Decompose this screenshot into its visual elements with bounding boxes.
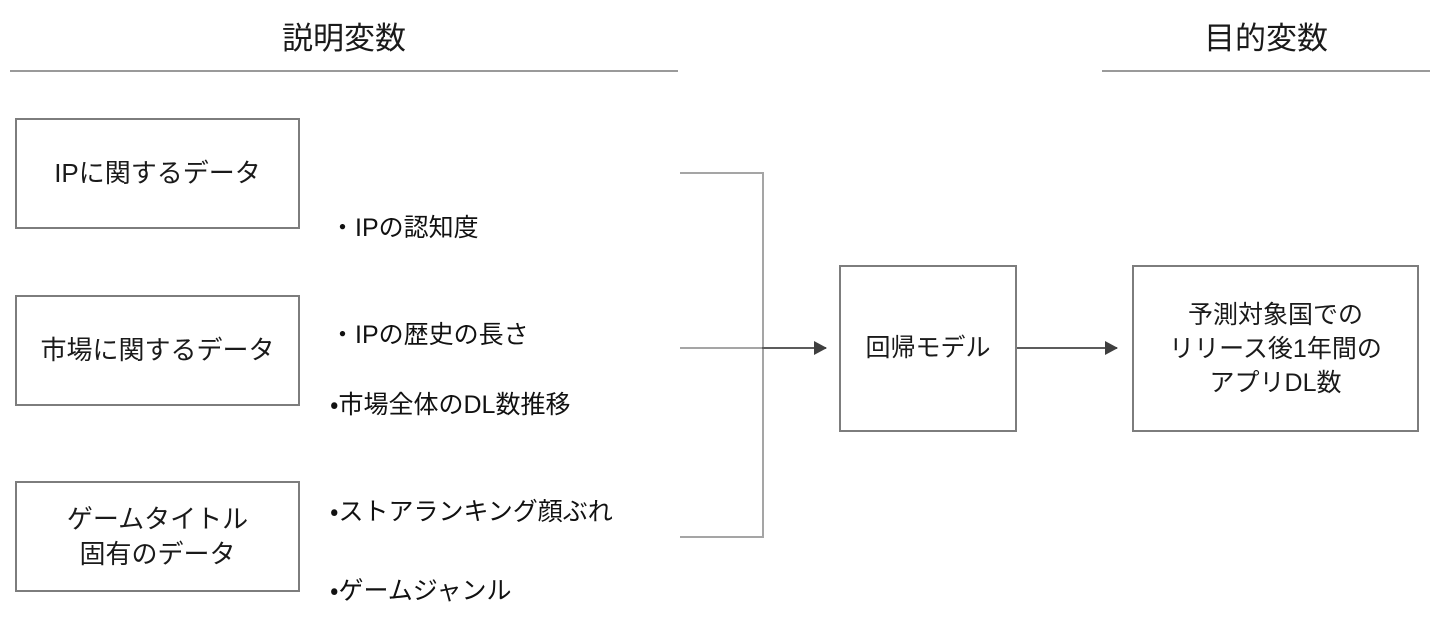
column-header-rule-objective [1102,70,1430,72]
column-header-explanatory: 説明変数 [282,21,406,56]
connector-stub-middle [680,347,764,349]
bullet-item: ・ストアランキング顔ぶれ [330,497,613,526]
column-header-objective: 目的変数 [1204,21,1328,56]
connector-stub-bottom [680,536,764,538]
node-box-regression-model: 回帰モデル [839,265,1017,432]
bullet-item: ・市場全体のDL数推移 [330,391,571,419]
bullet-list-game-title-data: ・ゲームジャンル etc [330,503,512,626]
bullet-item: ・ゲームジャンル [330,577,512,605]
node-box-market-data: 市場に関するデータ [15,295,300,406]
node-box-ip-data: IPに関するデータ [15,118,300,229]
connector-bracket-vertical [762,172,764,538]
node-box-game-title-data: ゲームタイトル 固有のデータ [15,481,300,592]
bullet-item: ・IPの歴史の長さ [330,320,529,349]
arrow-model-to-output [1017,341,1118,355]
arrow-inputs-to-model [762,341,827,355]
node-box-predicted-downloads: 予測対象国での リリース後1年間の アプリDL数 [1132,265,1419,432]
column-header-rule-explanatory [10,70,678,72]
bullet-list-ip-data: ・IPの認知度 ・IPの歴史の長さ [330,140,529,424]
bullet-item: ・IPの認知度 [330,214,479,242]
connector-stub-top [680,172,764,174]
bullet-list-market-data: ・市場全体のDL数推移 ・ストアランキング顔ぶれ [330,317,613,601]
